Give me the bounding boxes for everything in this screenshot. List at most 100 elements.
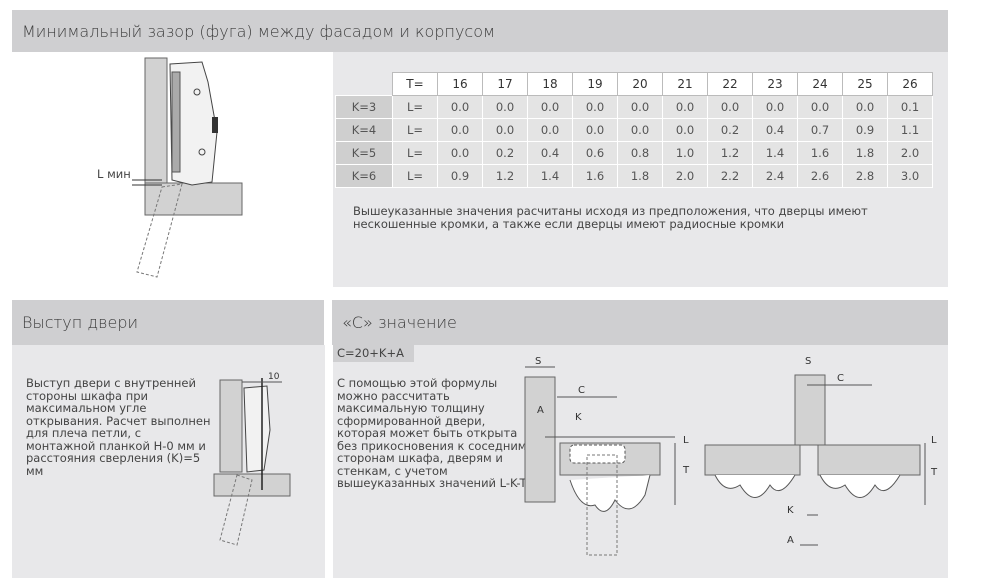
l-value: 1.4	[527, 164, 573, 188]
l-value: 1.6	[797, 141, 843, 165]
l-value: 0.0	[437, 95, 483, 119]
c-label-2: C	[837, 373, 844, 384]
c-value-text: С помощью этой формулы можно рассчитать …	[337, 376, 527, 490]
l-value: 0.0	[707, 95, 753, 119]
t-value: 17	[482, 72, 528, 96]
l-label: L=	[392, 164, 438, 188]
l-value: 0.0	[662, 95, 708, 119]
door-protrusion-panel: Выступ двери с внутренней стороны шкафа …	[12, 345, 325, 578]
t-value: 24	[797, 72, 843, 96]
c-value-diagrams: S C A K L T S C K A L T	[524, 356, 938, 556]
k-label: K=4	[335, 118, 393, 142]
t-value: 21	[662, 72, 708, 96]
l-value: 1.4	[752, 141, 798, 165]
hinge-gap-diagram-panel: L мин	[12, 52, 324, 287]
l-value: 0.0	[437, 118, 483, 142]
section-title: «С» значение	[342, 313, 457, 332]
l-label-2: L	[931, 435, 937, 446]
l-value: 0.0	[617, 118, 663, 142]
l-value: 0.0	[527, 118, 573, 142]
l-value: 2.8	[842, 164, 888, 188]
t-label: T=	[392, 72, 438, 96]
l-value: 0.0	[437, 141, 483, 165]
k-label-2: K	[787, 505, 794, 516]
empty-cell	[336, 73, 393, 96]
t-value: 16	[437, 72, 483, 96]
l-value: 0.0	[797, 95, 843, 119]
l-value: 2.0	[662, 164, 708, 188]
l-value: 2.6	[797, 164, 843, 188]
t-value: 20	[617, 72, 663, 96]
l-label: L=	[392, 118, 438, 142]
l-value: 1.6	[572, 164, 618, 188]
section-header-door-protrusion: Выступ двери	[12, 300, 324, 345]
c-value-panel: C=20+K+A С помощью этой формулы можно ра…	[333, 345, 948, 578]
l-value: 0.6	[572, 141, 618, 165]
l-label: L=	[392, 141, 438, 165]
l-value: 0.9	[437, 164, 483, 188]
t-value: 22	[707, 72, 753, 96]
l-value: 0.1	[887, 95, 933, 119]
formula-badge: C=20+K+A	[333, 345, 414, 362]
l-value: 3.0	[887, 164, 933, 188]
t-value: 23	[752, 72, 798, 96]
t-value: 25	[842, 72, 888, 96]
t-label: T	[682, 465, 690, 476]
l-value: 1.8	[842, 141, 888, 165]
l-value: 0.7	[797, 118, 843, 142]
l-value: 1.1	[887, 118, 933, 142]
l-value: 0.0	[572, 95, 618, 119]
l-value: 2.2	[707, 164, 753, 188]
section-title: Минимальный зазор (фуга) между фасадом и…	[22, 21, 496, 41]
l-value: 1.2	[482, 164, 528, 188]
t-value: 19	[572, 72, 618, 96]
t-value: 18	[527, 72, 573, 96]
l-value: 0.0	[527, 95, 573, 119]
l-value: 2.4	[752, 164, 798, 188]
l-min-label: L мин	[97, 167, 131, 181]
k-label: K=6	[335, 164, 393, 188]
l-value: 0.0	[662, 118, 708, 142]
table-note: Вышеуказанные значения расчитаны исходя …	[353, 204, 868, 231]
l-value: 1.0	[662, 141, 708, 165]
section-title: Выступ двери	[22, 313, 139, 332]
l-value: 1.2	[707, 141, 753, 165]
a-label: A	[537, 405, 544, 416]
l-label: L=	[392, 95, 438, 119]
l-value: 0.4	[752, 118, 798, 142]
s-label: S	[535, 356, 541, 367]
l-value: 0.0	[752, 95, 798, 119]
k-label: K	[575, 412, 582, 423]
k-label: K=3	[335, 95, 393, 119]
l-value: 0.4	[527, 141, 573, 165]
dimension-10-label: 10	[268, 372, 280, 382]
s-label-2: S	[805, 356, 811, 367]
l-value: 1.8	[617, 164, 663, 188]
section-header-min-gap: Минимальный зазор (фуга) между фасадом и…	[12, 10, 948, 52]
c-label: C	[578, 385, 585, 396]
l-value: 0.2	[707, 118, 753, 142]
t-label-2: T	[930, 467, 938, 478]
t-value: 26	[887, 72, 933, 96]
section-header-c-value: «С» значение	[324, 300, 948, 345]
l-value: 0.9	[842, 118, 888, 142]
door-protrusion-text: Выступ двери с внутренней стороны шкафа …	[26, 376, 211, 478]
l-value: 2.0	[887, 141, 933, 165]
l-value: 0.0	[617, 95, 663, 119]
l-value: 0.8	[617, 141, 663, 165]
l-label: L	[683, 435, 689, 446]
l-value: 0.0	[842, 95, 888, 119]
door-protrusion-diagram: 10	[213, 372, 291, 546]
k-label: K=5	[335, 141, 393, 165]
l-value: 0.0	[482, 118, 528, 142]
hinge-gap-diagram	[132, 57, 243, 278]
l-value: 0.2	[482, 141, 528, 165]
l-value: 0.0	[572, 118, 618, 142]
